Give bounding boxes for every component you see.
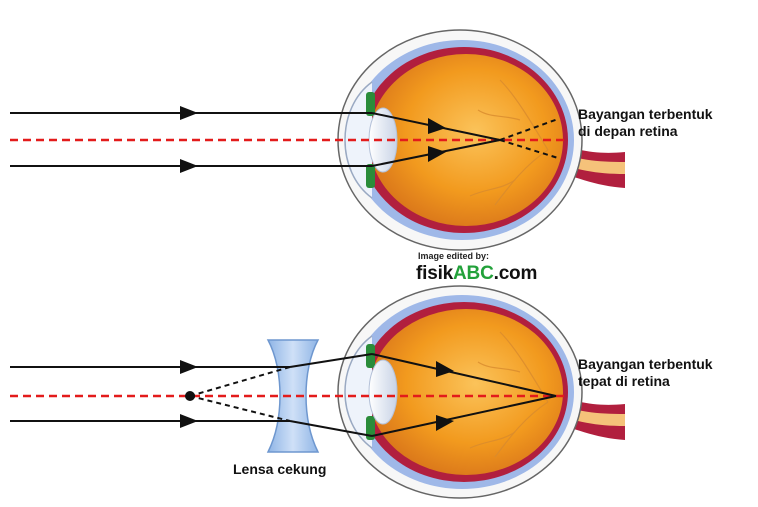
vitreous-bottom bbox=[369, 309, 563, 475]
bottom-eye bbox=[338, 286, 625, 498]
top-caption-line1: Bayangan terbentuk bbox=[578, 106, 713, 123]
bottom-caption: Bayangan terbentuk tepat di retina bbox=[578, 356, 713, 390]
credit-note: Image edited by: bbox=[418, 251, 489, 261]
eye-lens-bottom bbox=[369, 360, 397, 424]
iris-bottom-upper bbox=[366, 344, 375, 368]
brand-suffix: .com bbox=[494, 263, 538, 284]
lens-caption: Lensa cekung bbox=[233, 461, 326, 478]
bottom-caption-line2: tepat di retina bbox=[578, 373, 713, 390]
brand-highlight: ABC bbox=[453, 263, 494, 284]
bottom-caption-line1: Bayangan terbentuk bbox=[578, 356, 713, 373]
brand-prefix: fisik bbox=[416, 263, 453, 284]
credit-brand: fisikABC.com bbox=[416, 263, 537, 285]
top-caption-line2: di depan retina bbox=[578, 123, 713, 140]
iris-top-lower bbox=[366, 164, 375, 188]
top-caption: Bayangan terbentuk di depan retina bbox=[578, 106, 713, 140]
